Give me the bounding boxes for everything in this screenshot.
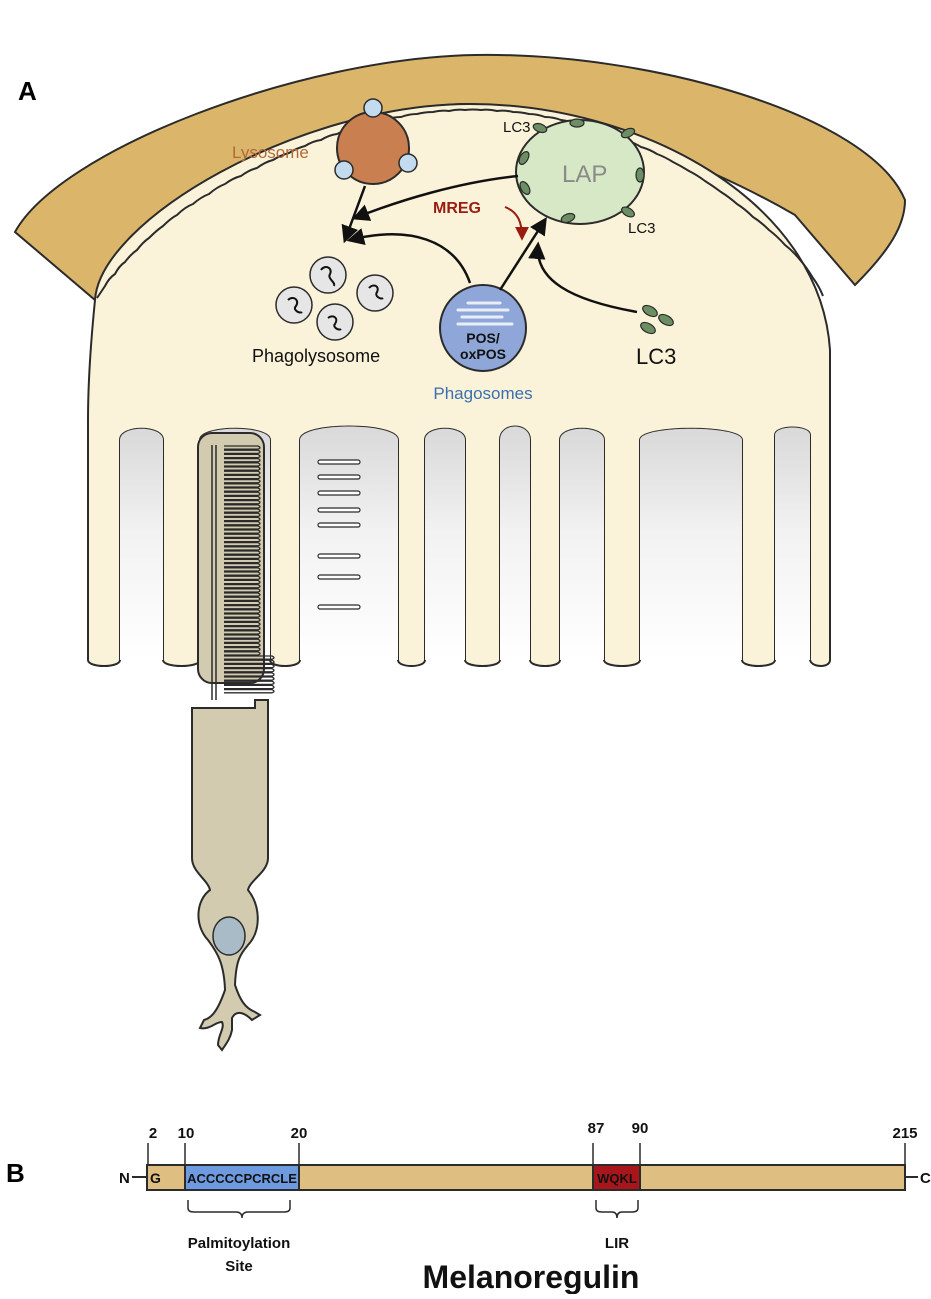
palmitoylation-brace [188, 1200, 290, 1218]
lir-sequence: WQKL [597, 1171, 637, 1186]
g-residue-label: G [150, 1170, 161, 1186]
n-terminus-label: N [119, 1170, 130, 1187]
panel-a-label: A [18, 76, 37, 106]
c-terminus-label: C [920, 1170, 931, 1187]
palmitoylation-sequence: ACCCCCPCRCLE [187, 1171, 297, 1186]
lir-label: LIR [605, 1235, 629, 1252]
position-87: 87 [588, 1120, 605, 1137]
pos-label-line1: POS/ [466, 330, 500, 346]
pos-label-line2: oxPOS [460, 346, 506, 362]
position-2: 2 [149, 1125, 157, 1142]
lir-brace [596, 1200, 638, 1218]
palmitoylation-label-line2: Site [225, 1258, 253, 1275]
phagosomes-label: Phagosomes [433, 384, 532, 403]
photoreceptor-outer-segment [198, 433, 274, 700]
protein-name: Melanoregulin [423, 1259, 640, 1294]
lc3-label-top: LC3 [503, 119, 531, 136]
lysosome-label: Lysosome [232, 143, 309, 162]
position-90: 90 [632, 1120, 649, 1137]
palmitoylation-label-line1: Palmitoylation [188, 1235, 291, 1252]
lc3-free-label: LC3 [636, 344, 676, 369]
position-20: 20 [291, 1125, 308, 1142]
lap-label: LAP [562, 161, 607, 188]
panel-b-label: B [6, 1158, 25, 1188]
lc3-label-right: LC3 [628, 220, 656, 237]
mreg-label: MREG [433, 200, 481, 217]
phagolysosome-label: Phagolysosome [252, 346, 380, 366]
position-10: 10 [178, 1125, 195, 1142]
position-215: 215 [892, 1125, 917, 1142]
photoreceptor-cell [192, 700, 268, 1050]
